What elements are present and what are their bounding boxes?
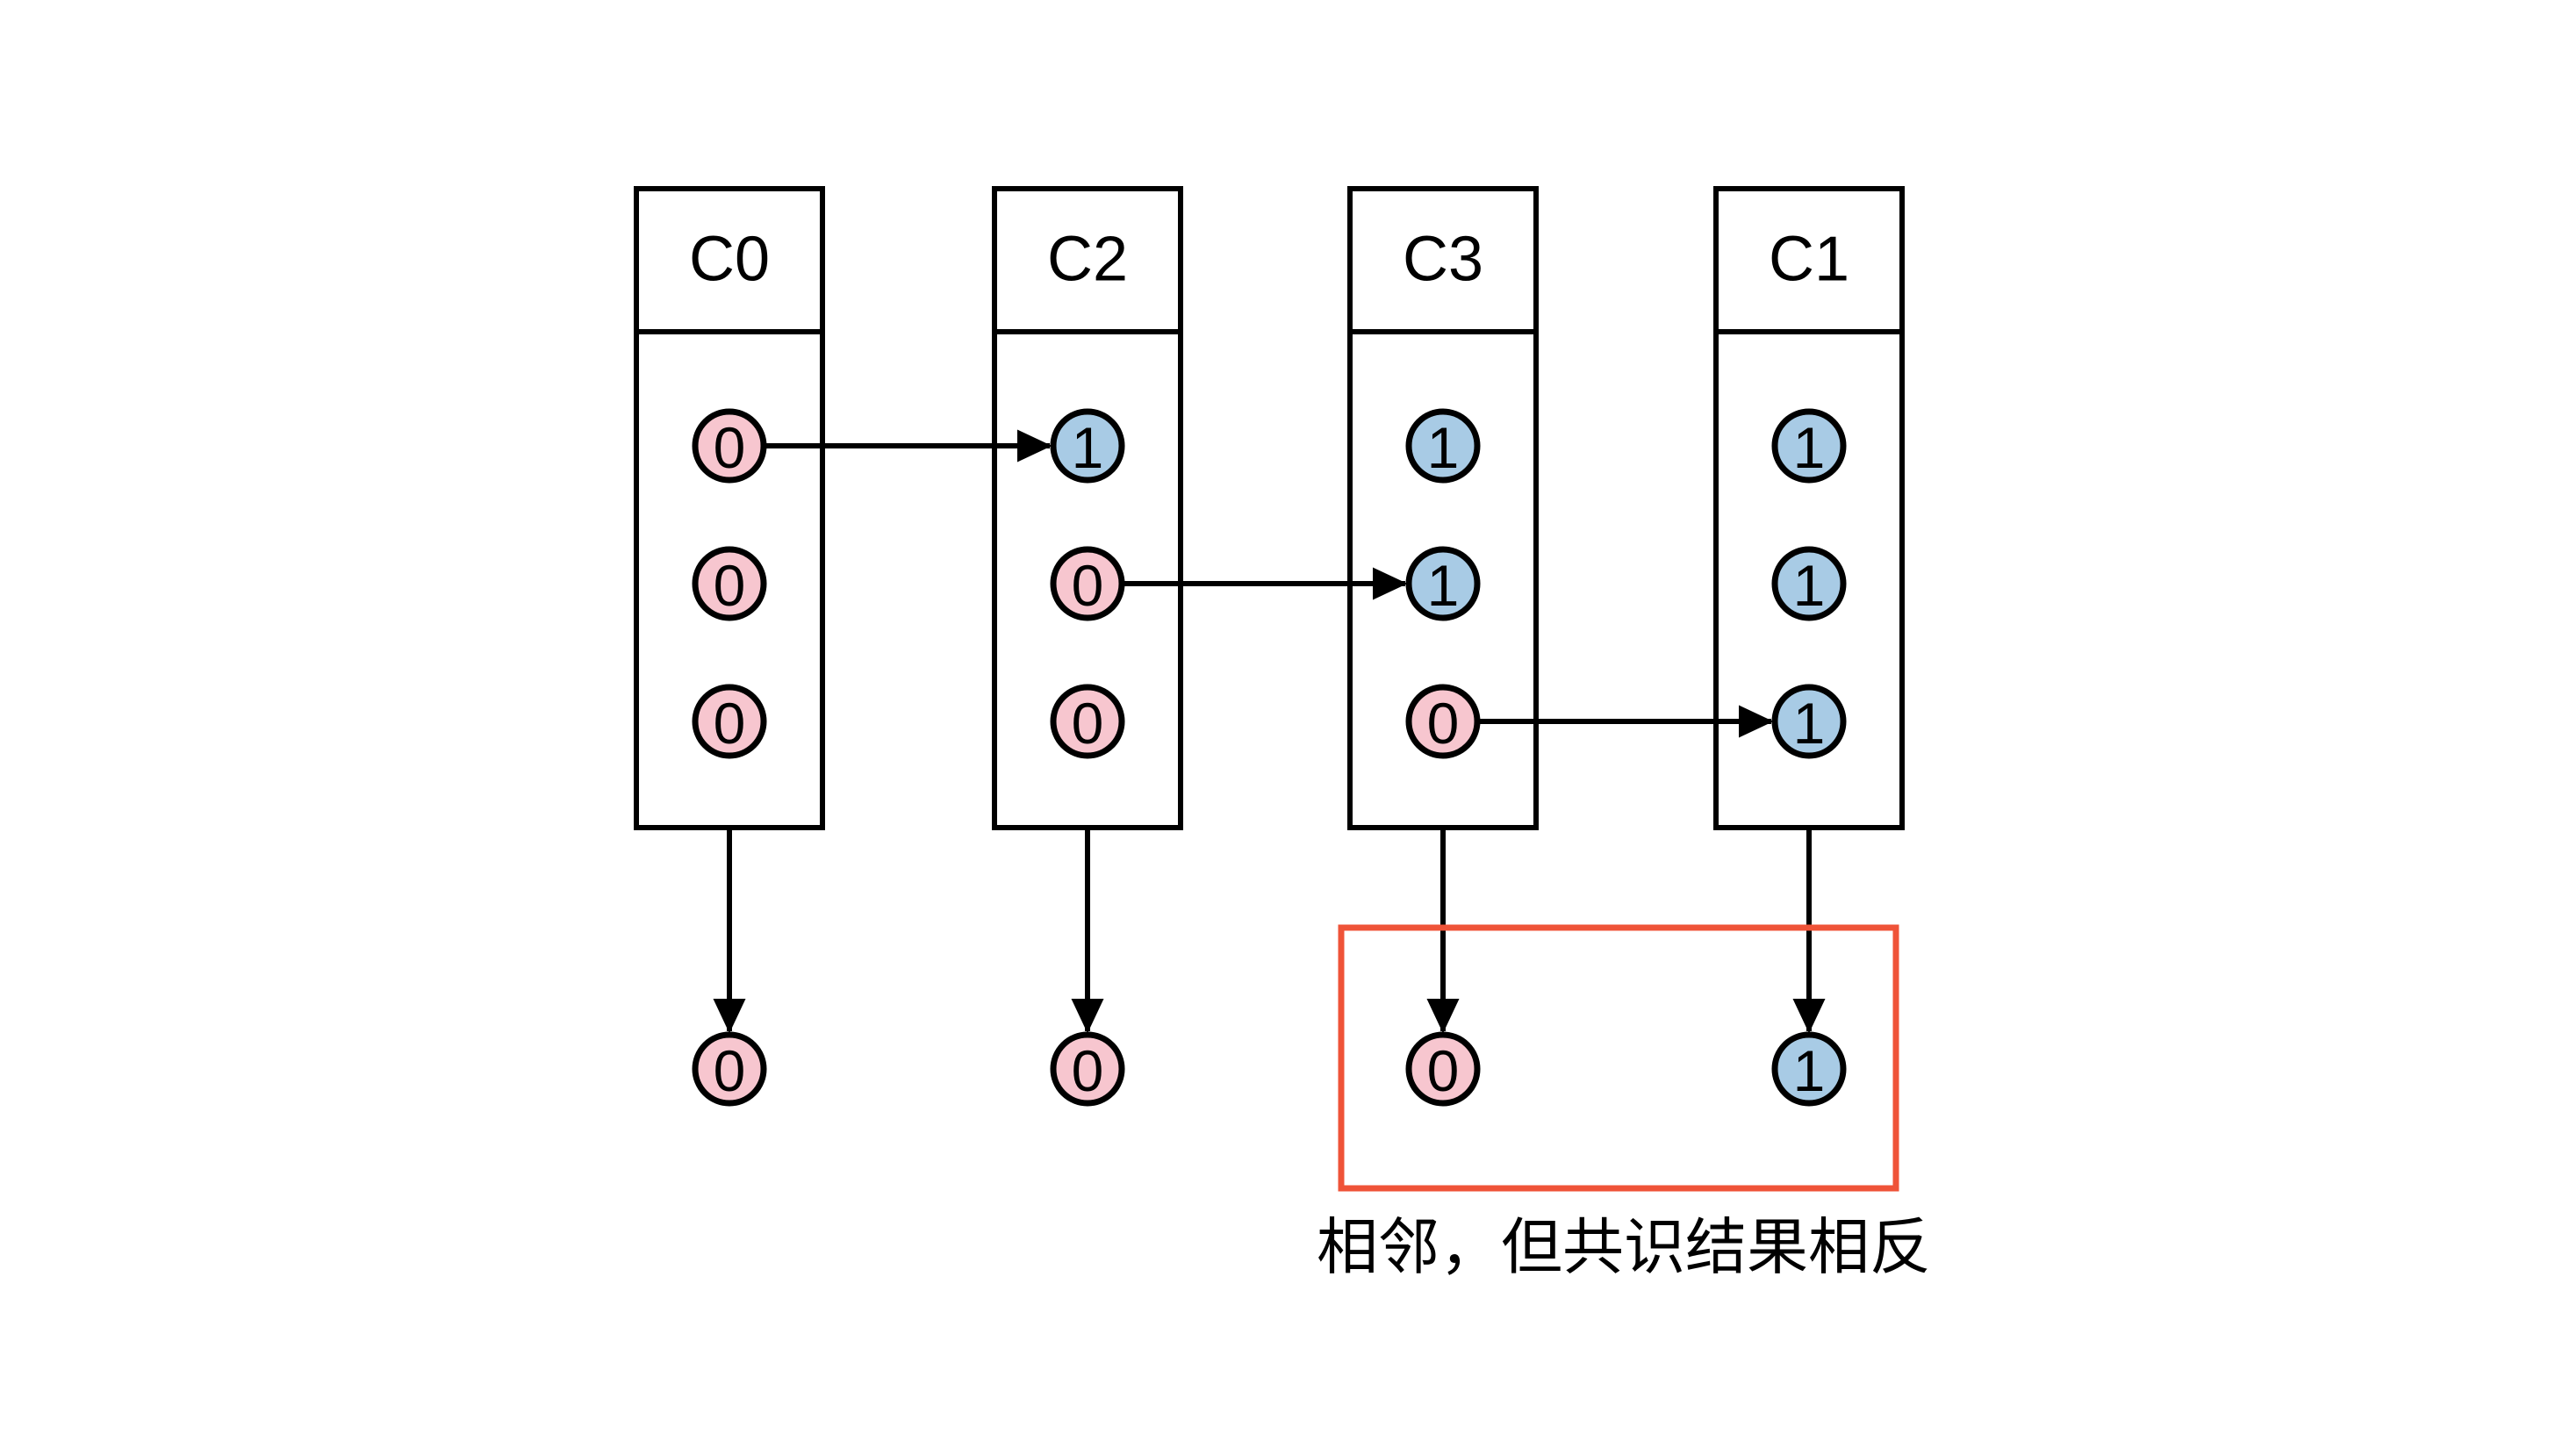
node-value-c0-row3: 0 [714, 691, 746, 756]
node-value-c3-row3: 0 [1427, 691, 1460, 756]
node-circle-c1-row3 [1771, 684, 1847, 759]
node-value-c2-row2: 0 [1072, 553, 1104, 618]
cell-c2-row2: 0 [1050, 546, 1125, 621]
cell-c1-row3: 1 [1771, 684, 1847, 759]
column-c3: C3 1 1 0 [1347, 186, 1539, 830]
result-node-c3: 0 [1405, 1031, 1481, 1107]
result-node-c1: 1 [1771, 1031, 1847, 1107]
columns-layer: C0 0 0 0 C2 1 0 0 C3 1 1 0 C1 1 1 1 [634, 186, 1905, 830]
node-circle-c0-row3 [692, 684, 767, 759]
node-value-c0-row2: 0 [714, 553, 746, 618]
node-value-c3-row1: 1 [1427, 415, 1460, 480]
result-node-c0: 0 [692, 1031, 767, 1107]
node-value-c2-row1: 1 [1072, 415, 1104, 480]
node-circle-c3-row2 [1405, 546, 1481, 621]
node-value-c1-row3: 1 [1793, 691, 1826, 756]
column-label-c3: C3 [1403, 225, 1483, 295]
result-nodes-layer: 0 0 0 1 [692, 1031, 1847, 1107]
node-value-c1-row2: 1 [1793, 553, 1826, 618]
column-c0: C0 0 0 0 [634, 186, 825, 830]
cell-c3-row2: 1 [1405, 546, 1481, 621]
node-circle-c2-row3 [1050, 684, 1125, 759]
node-circle-c3-row1 [1405, 408, 1481, 484]
node-circle-c3-row3 [1405, 684, 1481, 759]
node-circle-c0-row2 [692, 546, 767, 621]
result-value-c3: 0 [1427, 1038, 1460, 1103]
result-circle-c3 [1405, 1031, 1481, 1107]
cell-c0-row3: 0 [692, 684, 767, 759]
cell-c1-row2: 1 [1771, 546, 1847, 621]
node-circle-c1-row1 [1771, 408, 1847, 484]
node-value-c1-row1: 1 [1793, 415, 1826, 480]
result-circle-c0 [692, 1031, 767, 1107]
node-circle-c2-row2 [1050, 546, 1125, 621]
cell-c3-row1: 1 [1405, 408, 1481, 484]
cell-c2-row3: 0 [1050, 684, 1125, 759]
node-value-c2-row3: 0 [1072, 691, 1104, 756]
message-arrows-layer [765, 429, 1774, 738]
result-circle-c1 [1771, 1031, 1847, 1107]
cell-c0-row2: 0 [692, 546, 767, 621]
result-value-c2: 0 [1072, 1038, 1104, 1103]
cell-c2-row1: 1 [1050, 408, 1125, 484]
column-label-c0: C0 [689, 225, 770, 295]
column-c1: C1 1 1 1 [1713, 186, 1905, 830]
result-value-c1: 1 [1793, 1038, 1826, 1103]
result-node-c2: 0 [1050, 1031, 1125, 1107]
caption-label: 相邻，但共识结果相反 [1317, 1211, 1931, 1283]
column-label-c2: C2 [1047, 225, 1128, 295]
node-circle-c1-row2 [1771, 546, 1847, 621]
column-c2: C2 1 0 0 [992, 186, 1183, 830]
node-value-c0-row1: 0 [714, 415, 746, 480]
cell-c1-row1: 1 [1771, 408, 1847, 484]
node-circle-c2-row1 [1050, 408, 1125, 484]
adjacent-opposite-highlight-box [1338, 924, 1899, 1192]
column-label-c1: C1 [1769, 225, 1849, 295]
result-value-c0: 0 [714, 1038, 746, 1103]
cell-c3-row3: 0 [1405, 684, 1481, 759]
result-circle-c2 [1050, 1031, 1125, 1107]
node-value-c3-row2: 1 [1427, 553, 1460, 618]
node-circle-c0-row1 [692, 408, 767, 484]
cell-c0-row1: 0 [692, 408, 767, 484]
